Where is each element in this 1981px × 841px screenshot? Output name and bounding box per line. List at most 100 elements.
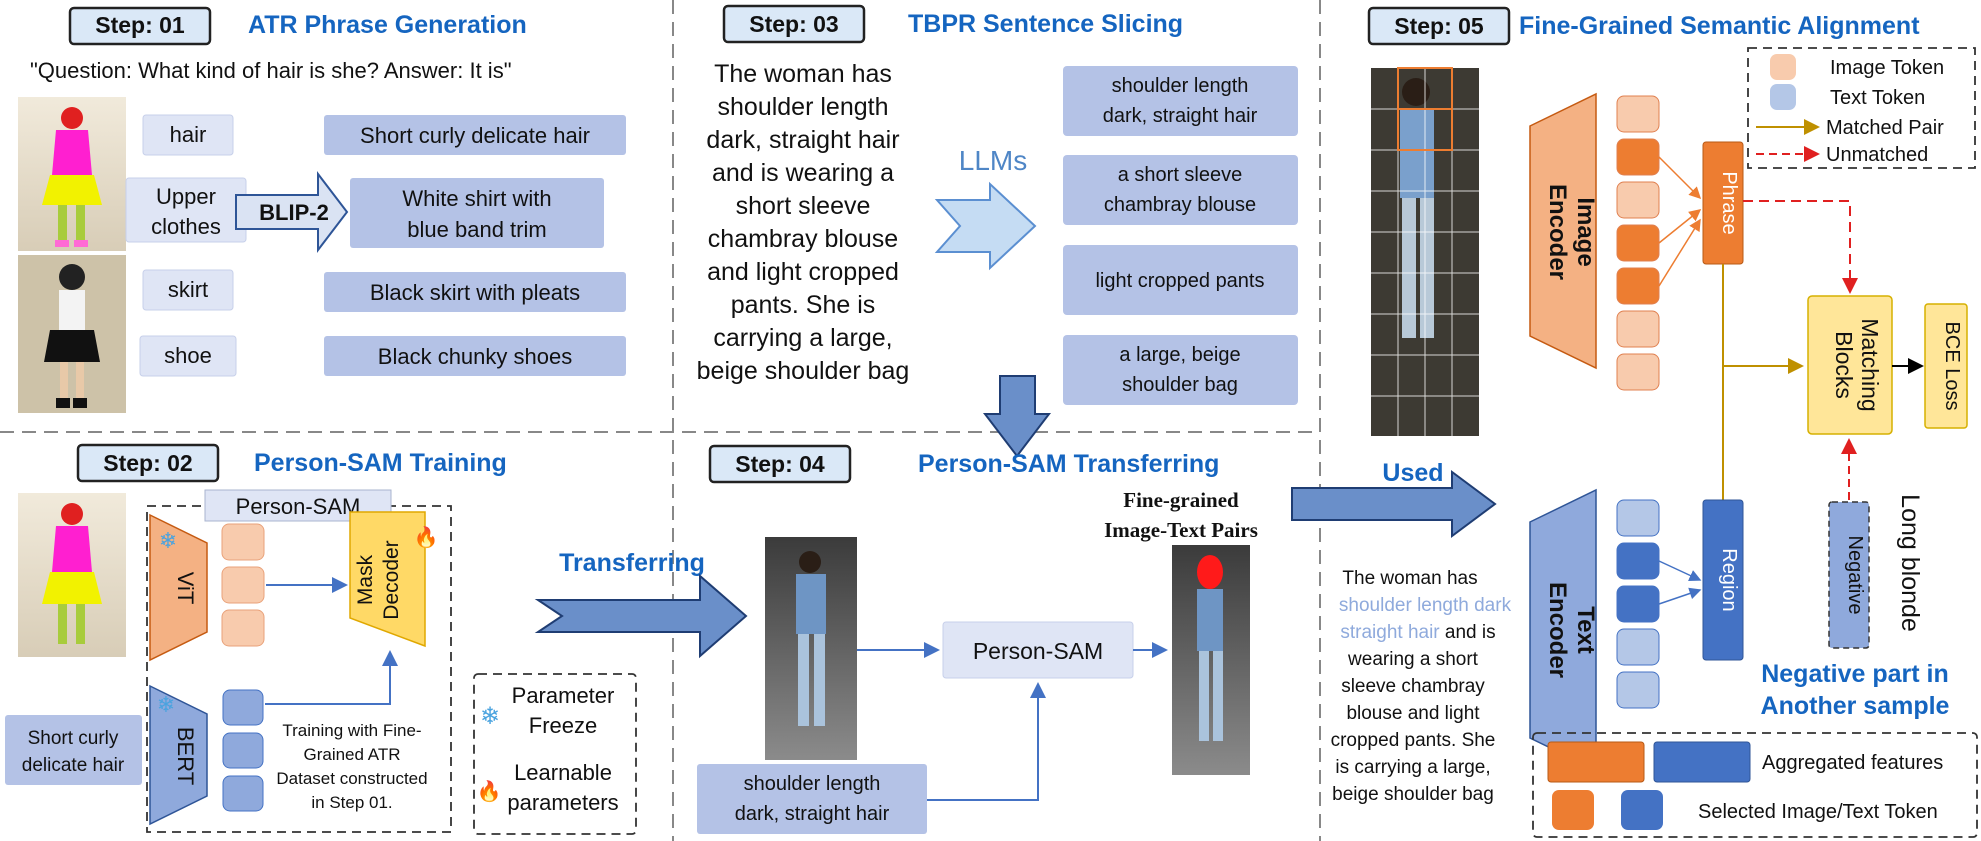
step5-legend-box: [1747, 47, 1976, 169]
blip2-label: BLIP-2: [259, 200, 329, 225]
blip2-arrow: [235, 171, 349, 253]
transferring-arrow: [534, 573, 748, 659]
phrase-unmatched-arrow: [1743, 200, 1858, 294]
svg-text:shoulder length: shoulder length: [1112, 75, 1249, 97]
part-label-shoe: shoe: [139, 335, 237, 377]
long-blonde-label: Long blonde: [1896, 494, 1924, 632]
bert-trapezoid: [149, 684, 208, 826]
slice-2: a short sleeve chambray blouse: [1063, 155, 1298, 225]
legend-flame-icon: 🔥: [477, 779, 502, 803]
svg-text:pants. She is: pants. She is: [731, 291, 876, 319]
step5-title: Fine-Grained Semantic Alignment: [1519, 12, 1920, 40]
svg-text:Short curly: Short curly: [28, 728, 119, 749]
mask-decoder-label-1: Mask: [354, 554, 377, 605]
svg-text:shoulder bag: shoulder bag: [1122, 374, 1238, 396]
used-label: Used: [1382, 459, 1443, 487]
legend-text-token: Text Token: [1830, 87, 1925, 109]
region-feature: [1702, 499, 1744, 661]
svg-text:dark, straight hair: dark, straight hair: [706, 126, 899, 154]
upper-label-l2: clothes: [151, 214, 221, 239]
training-note-l4: in Step 01.: [311, 793, 392, 812]
bert-label: BERT: [173, 727, 198, 785]
bce-loss-label: BCE Loss: [1941, 322, 1963, 411]
pedestrian-photo: [765, 537, 857, 760]
step3-title: TBPR Sentence Slicing: [908, 10, 1183, 38]
text-encoder-l1: Text: [1572, 606, 1599, 654]
mask-decoder-label-2: Decoder: [380, 540, 403, 619]
image-tokens: [1616, 95, 1660, 391]
svg-text:short sleeve: short sleeve: [736, 192, 871, 220]
svg-text:shoe: shoe: [164, 343, 212, 368]
grid-pedestrian-photo: [1371, 67, 1479, 436]
vit-tokens: [221, 523, 265, 647]
pairs-label-l1: Fine-grained: [1123, 488, 1239, 512]
text-encoder-l2: Encoder: [1544, 582, 1571, 678]
step5-badge: [1367, 6, 1511, 46]
step1-title: ATR Phrase Generation: [248, 11, 527, 39]
legend-matched: Matched Pair: [1826, 117, 1944, 139]
snowflake-icon-2: ❄: [157, 692, 175, 717]
legend-selected: Selected Image/Text Token: [1698, 801, 1938, 823]
svg-text:a large, beige: a large, beige: [1119, 344, 1240, 366]
legend-learnable-l2: parameters: [507, 790, 618, 815]
segmented-person-image-2: [18, 493, 126, 657]
step2-text-input: Short curly delicate hair: [5, 715, 142, 785]
svg-text:wearing a short: wearing a short: [1347, 649, 1479, 670]
svg-text:The woman has: The woman has: [1342, 568, 1477, 589]
matching-blocks-l2: Blocks: [1831, 331, 1857, 399]
bert-to-decoder-arrow: [265, 650, 398, 705]
llms-label: LLMs: [959, 145, 1027, 176]
vit-label: ViT: [173, 572, 198, 605]
selected-blue-swatch: [1621, 790, 1663, 830]
step2-badge-text: Step: 02: [103, 450, 192, 476]
mask-decoder-trapezoid: [349, 511, 426, 648]
selected-orange-swatch: [1552, 790, 1594, 830]
image-token-to-phrase-arrows: [1658, 156, 1702, 287]
part-label-hair: hair: [142, 114, 234, 156]
step4-person-sam-text: Person-SAM: [973, 638, 1103, 664]
person-sam-tag-text: Person-SAM: [236, 494, 361, 519]
legend-aggregated: Aggregated features: [1762, 752, 1943, 774]
region-feature-label: Region: [1718, 548, 1740, 611]
svg-text:sleeve chambray: sleeve chambray: [1341, 676, 1485, 697]
svg-text:shoulder length: shoulder length: [744, 773, 881, 795]
used-arrow: [1291, 470, 1497, 538]
step5-sentence: The woman has shoulder length dark strai…: [1331, 568, 1512, 805]
svg-text:shoulder length dark: shoulder length dark: [1339, 595, 1512, 616]
image-encoder-l1: Image: [1572, 197, 1599, 266]
bottom-legend-box: [1532, 732, 1978, 838]
transferring-label: Transferring: [559, 549, 705, 577]
training-note-l3: Dataset constructed: [276, 769, 427, 788]
svg-text:Black chunky shoes: Black chunky shoes: [378, 344, 572, 369]
svg-text:chambray blouse: chambray blouse: [708, 225, 898, 253]
slice-3: light cropped pants: [1063, 245, 1298, 315]
snowflake-icon: ❄: [159, 528, 177, 553]
phrase-skirt: Black skirt with pleats: [324, 272, 626, 312]
svg-text:carrying a large,: carrying a large,: [713, 324, 892, 352]
svg-text:Black skirt with pleats: Black skirt with pleats: [370, 280, 580, 305]
image-encoder-l2: Encoder: [1544, 184, 1571, 280]
svg-text:and is wearing a: and is wearing a: [712, 159, 894, 187]
svg-text:blouse and light: blouse and light: [1346, 703, 1480, 724]
negative-note-l2: Another sample: [1761, 692, 1950, 720]
svg-text:beige shoulder bag: beige shoulder bag: [697, 357, 910, 385]
svg-text:Short curly delicate hair: Short curly delicate hair: [360, 123, 590, 148]
svg-text:cropped pants. She: cropped pants. She: [1331, 730, 1496, 751]
aggregated-blue-swatch: [1653, 741, 1751, 783]
svg-text:shoulder length: shoulder length: [718, 93, 889, 121]
legend-freeze-l1: Parameter: [512, 683, 615, 708]
person-photo: [18, 255, 126, 413]
part-label-skirt: skirt: [142, 269, 234, 311]
aggregated-orange-swatch: [1547, 741, 1645, 783]
pairs-label-l2: Image-Text Pairs: [1104, 518, 1258, 542]
svg-text:a short sleeve: a short sleeve: [1118, 164, 1243, 186]
step1-prompt: "Question: What kind of hair is she? Ans…: [30, 58, 512, 83]
phrase-upper-l2: blue band trim: [407, 217, 546, 242]
step4-badge: [708, 444, 852, 484]
legend-freeze-l2: Freeze: [529, 713, 597, 738]
text-token-to-region-arrows: [1658, 560, 1702, 605]
phrase-upper-l1: White shirt with: [402, 186, 551, 211]
step3-sentence: The woman has shoulder length dark, stra…: [697, 60, 910, 385]
step4-text-input: shoulder length dark, straight hair: [697, 764, 927, 834]
svg-text:hair: hair: [170, 122, 207, 147]
